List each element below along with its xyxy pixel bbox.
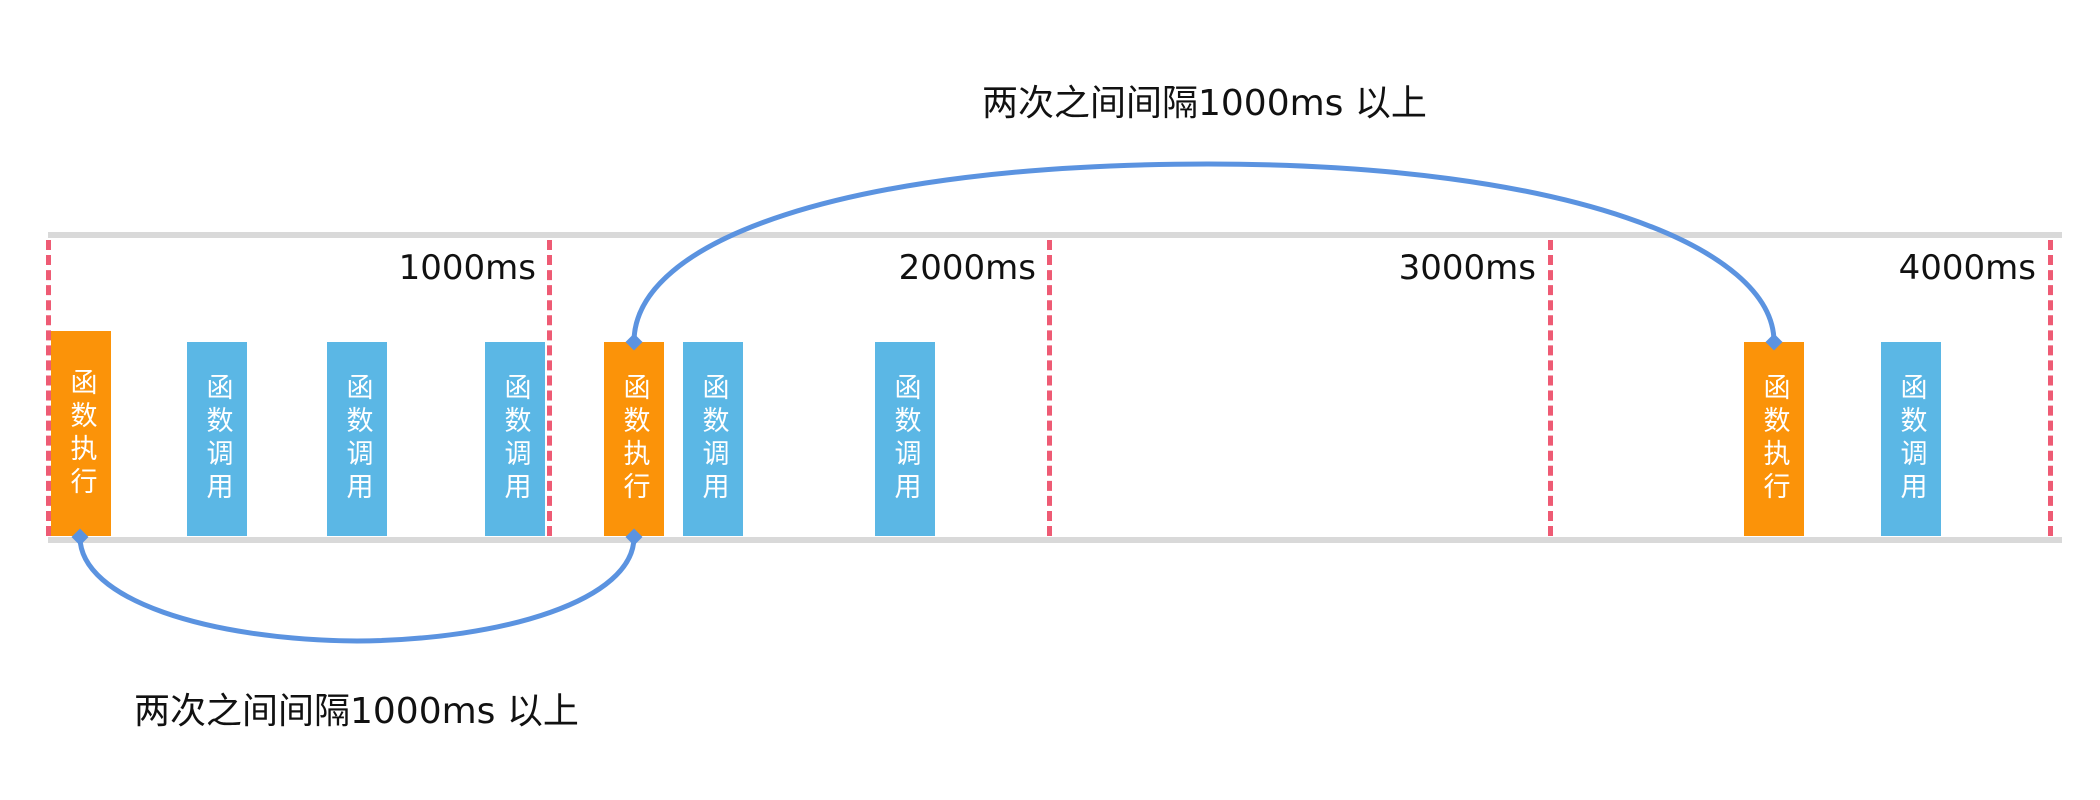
interval-arc-bottom: [77, 536, 637, 644]
divider-4000ms: [2048, 240, 2053, 536]
arc-endpoint-marker: [625, 528, 643, 546]
event-label: 函数执行: [618, 373, 650, 505]
arc-endpoint-marker: [1765, 333, 1783, 351]
event-label: 函数执行: [1758, 373, 1790, 505]
arc-endpoint-marker: [625, 333, 643, 351]
event-label: 函数调用: [889, 373, 921, 505]
timeline-top-rail: [48, 232, 2062, 238]
interval-annotation-bottom: 两次之间间隔1000ms 以上: [134, 691, 579, 732]
event-label: 函数调用: [341, 373, 373, 505]
divider-start: [46, 240, 51, 536]
event-block-exec-3: 函数执行: [1744, 342, 1804, 536]
event-block-call-3: 函数调用: [485, 342, 545, 536]
event-block-call-2: 函数调用: [327, 342, 387, 536]
timeline-bottom-rail: [48, 537, 2062, 543]
tick-label-1000ms: 1000ms: [398, 248, 536, 288]
interval-annotation-top: 两次之间间隔1000ms 以上: [982, 83, 1427, 124]
event-label: 函数执行: [65, 367, 97, 500]
event-block-call-4: 函数调用: [683, 342, 743, 536]
event-label: 函数调用: [201, 373, 233, 505]
event-label: 函数调用: [499, 373, 531, 505]
event-block-call-1: 函数调用: [187, 342, 247, 536]
arc-endpoint-marker: [71, 528, 89, 546]
event-label: 函数调用: [697, 373, 729, 505]
divider-1000ms: [547, 240, 552, 536]
interval-arc-top: [631, 161, 1777, 343]
event-block-exec-2: 函数执行: [604, 342, 664, 536]
tick-label-3000ms: 3000ms: [1398, 248, 1536, 288]
tick-label-2000ms: 2000ms: [898, 248, 1036, 288]
event-block-exec-1: 函数执行: [51, 331, 111, 536]
event-label: 函数调用: [1895, 373, 1927, 505]
event-block-call-5: 函数调用: [875, 342, 935, 536]
divider-3000ms: [1548, 240, 1553, 536]
divider-2000ms: [1047, 240, 1052, 536]
tick-label-4000ms: 4000ms: [1898, 248, 2036, 288]
event-block-call-6: 函数调用: [1881, 342, 1941, 536]
